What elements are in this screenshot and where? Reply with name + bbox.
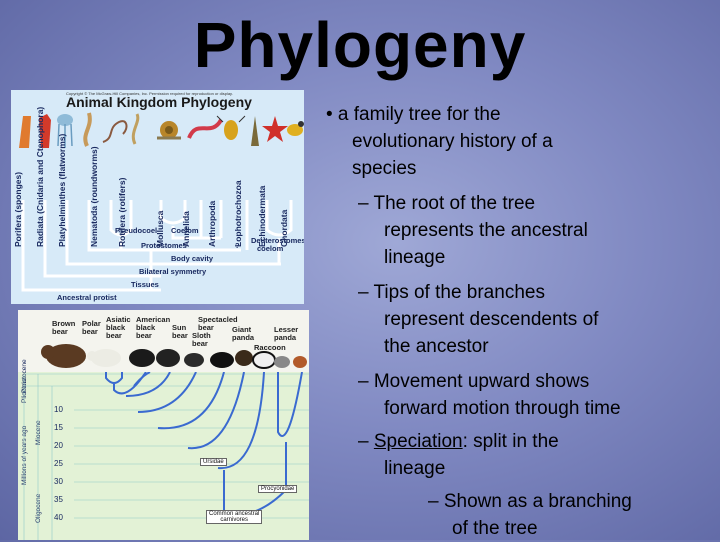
slide-title: Phylogeny — [193, 9, 527, 81]
sea-star-icon — [262, 116, 288, 142]
phylum-label-platyhelminthes: Platyhelminthes (flatworms) — [57, 133, 67, 247]
coelom-label: Coelom — [171, 226, 199, 235]
animal-kingdom-phylogeny-figure: Copyright © The McGraw-Hill Companies, I… — [11, 90, 304, 304]
sub-sub-bullet-branching: – Shown as a branching of the tree — [428, 491, 632, 539]
jellyfish-icon — [57, 114, 73, 148]
y-tick-30: 30 — [54, 477, 63, 486]
bilateral-symmetry-label: Bilateral symmetry — [139, 267, 207, 276]
phylum-label-nematoda: Nematoda (roundworms) — [89, 146, 99, 247]
flatworm-icon — [83, 112, 92, 147]
ancestral-protist-label: Ancestral protist — [57, 293, 117, 302]
deuterostomes-coelom-label: coelom — [257, 244, 284, 253]
copyright-note: Copyright © The McGraw-Hill Companies, I… — [66, 91, 233, 96]
protostomes-label: Protostomes — [141, 241, 187, 250]
organism-icons — [19, 112, 304, 148]
raccoon-icon — [274, 356, 290, 368]
giant-panda-icon — [252, 351, 276, 369]
roundworm-icon — [102, 120, 128, 143]
figure-title: Animal Kingdom Phylogeny — [66, 94, 252, 110]
y-tick-20: 20 — [54, 441, 63, 450]
snail-icon — [157, 121, 181, 140]
speciation-term: Speciation — [373, 431, 463, 452]
deuterostomes-label: Deuterostomes, — [251, 236, 304, 245]
phylum-label-rotifera: Rotifera (rotifers) — [117, 177, 127, 247]
raccoon-label: Raccoon — [254, 343, 286, 352]
lophotrochozoan-icon — [251, 116, 259, 146]
brown-bear-icon — [41, 344, 86, 368]
bird-icon — [287, 121, 304, 136]
sub-bullet-movement: – Movement upward shows forward motion t… — [358, 371, 621, 419]
phylum-label-annelida: Annelida — [181, 211, 191, 247]
animal-silhouettes — [41, 344, 307, 369]
cnidarian-icon — [39, 114, 51, 148]
tissues-label: Tissues — [131, 280, 159, 289]
spectacled-bear-icon — [235, 350, 253, 366]
beetle-icon — [216, 115, 246, 140]
sun-bear-icon — [184, 353, 204, 367]
sub-bullet-speciation: – Speciation: split in the lineage — [358, 431, 559, 479]
y-tick-25: 25 — [54, 459, 63, 468]
sloth-bear-icon — [210, 352, 234, 368]
bullet-1: • a family tree for the evolutionary his… — [326, 104, 553, 179]
phylum-label-arthropoda: Arthropoda — [207, 200, 217, 247]
pseudocoel-label: Pseudocoel — [115, 226, 158, 235]
y-tick-40: 40 — [54, 513, 63, 522]
polar-bear-icon — [87, 349, 121, 367]
body-cavity-label: Body cavity — [171, 254, 214, 263]
sub-bullet-tips: – Tips of the branches represent descend… — [358, 282, 599, 357]
question-mark-label: ? — [235, 241, 240, 250]
procyonidae-node-label: Procyonidae — [258, 485, 298, 493]
sponge-icon — [19, 116, 31, 148]
y-tick-10: 10 — [54, 405, 63, 414]
sub-bullet-root: – The root of the tree represents the an… — [358, 193, 588, 268]
lesser-panda-icon — [293, 356, 307, 368]
american-black-bear-icon — [156, 349, 180, 367]
phylogeny-tree-lines — [21, 200, 293, 292]
ursidae-node-label: Ursidae — [200, 458, 227, 466]
rotifer-icon — [131, 113, 140, 145]
asiatic-black-bear-icon — [129, 349, 155, 367]
y-tick-35: 35 — [54, 495, 63, 504]
earthworm-icon — [187, 118, 223, 139]
y-tick-15: 15 — [54, 423, 63, 432]
bear-tree-lines — [23, 372, 309, 540]
